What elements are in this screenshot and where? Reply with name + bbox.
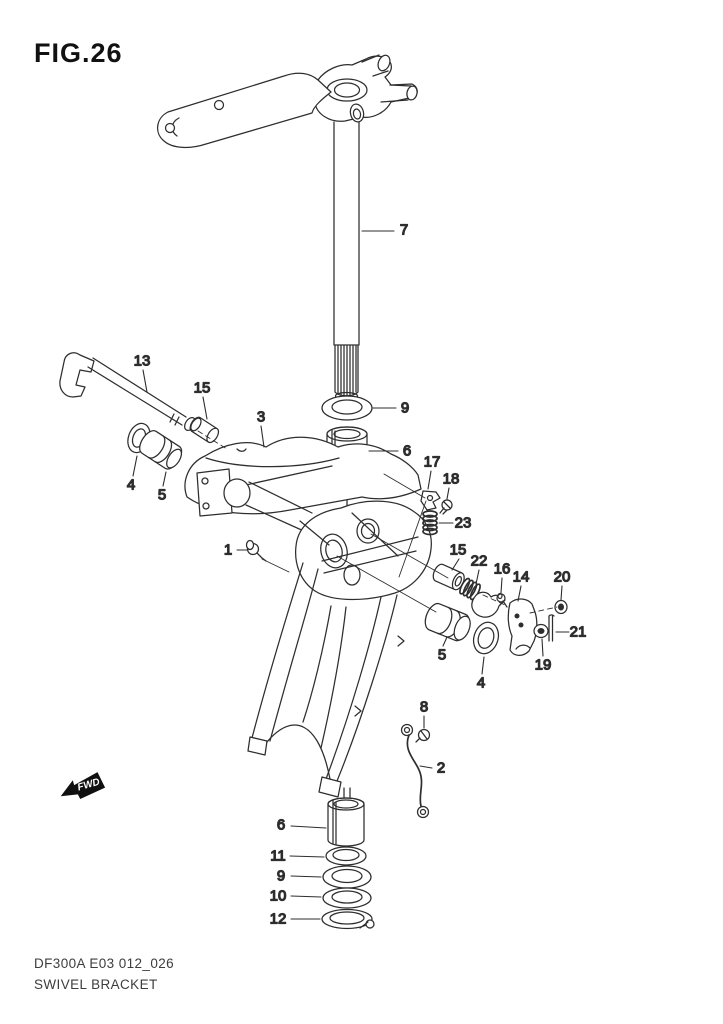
pivot-pin <box>496 592 508 608</box>
callout-leader-15 <box>451 558 460 571</box>
callout-leader-16 <box>500 577 503 594</box>
ground-wire <box>400 723 430 819</box>
callout-label-10: 10 <box>270 888 287 905</box>
left-damper-bushing <box>139 430 183 470</box>
figure-title: FIG.26 <box>34 38 123 68</box>
callout-label-4: 4 <box>477 675 485 692</box>
lower-mount-stack <box>321 797 375 930</box>
ground-screw <box>415 728 431 743</box>
lock-bolt <box>439 499 453 515</box>
callout-leader-10 <box>290 895 322 898</box>
right-washer <box>472 621 500 655</box>
callout-label-15: 15 <box>194 380 211 397</box>
figure-name: SWIVEL BRACKET <box>34 977 158 992</box>
callout-label-4: 4 <box>127 477 135 494</box>
clamp-lever <box>507 598 538 656</box>
callout-label-12: 12 <box>270 911 287 928</box>
callout-leader-13 <box>142 369 148 393</box>
upper-oring <box>321 395 373 421</box>
callout-leader-2 <box>419 765 433 769</box>
steering-arm <box>157 72 332 148</box>
callout-label-1: 1 <box>224 542 232 559</box>
callout-label-18: 18 <box>443 471 460 488</box>
swivel-bracket-body <box>184 436 432 798</box>
steering-shaft <box>333 120 360 401</box>
callout-label-9: 9 <box>277 868 285 885</box>
callout-label-23: 23 <box>455 515 472 532</box>
callout-leader-18 <box>446 487 450 500</box>
shaft-yoke <box>314 54 418 123</box>
callout-label-16: 16 <box>494 561 511 578</box>
lock-spring <box>422 510 438 536</box>
assembly-guide-lines <box>197 430 558 614</box>
callout-leader-17 <box>427 470 432 490</box>
callout-label-13: 13 <box>134 353 151 370</box>
tilt-rod <box>59 352 196 431</box>
callout-label-5: 5 <box>158 487 166 504</box>
callout-leader-20 <box>560 585 563 601</box>
callout-leader-19 <box>541 638 544 657</box>
callout-label-2: 2 <box>437 760 445 777</box>
lock-nut-lower <box>533 623 549 639</box>
callout-leader-14 <box>517 585 522 602</box>
lock-nut-upper <box>554 599 568 615</box>
left-bushing <box>189 416 220 444</box>
callout-label-11: 11 <box>270 848 286 865</box>
model-code: DF300A E03 012_026 <box>34 956 175 971</box>
callout-label-20: 20 <box>554 569 571 586</box>
callout-label-15: 15 <box>450 542 467 559</box>
callout-leader-4 <box>132 455 138 477</box>
right-damper-bushing <box>424 602 471 642</box>
callout-leader-22 <box>475 569 480 585</box>
callout-label-6: 6 <box>403 443 411 460</box>
callout-label-7: 7 <box>400 222 408 239</box>
callout-leader-5 <box>162 471 167 487</box>
callout-label-17: 17 <box>424 454 441 471</box>
cotter-pin <box>548 614 555 642</box>
callout-label-19: 19 <box>535 657 552 674</box>
grease-nipple <box>245 539 267 562</box>
callout-leader-9 <box>290 875 322 878</box>
fwd-marker: FWD <box>60 772 106 799</box>
callout-label-5: 5 <box>438 647 446 664</box>
callout-leader-3 <box>260 425 265 448</box>
footer: DF300A E03 012_026 SWIVEL BRACKET <box>34 953 174 995</box>
callout-label-9: 9 <box>401 400 409 417</box>
callout-label-3: 3 <box>257 409 265 426</box>
callout-leader-15 <box>202 396 208 420</box>
callout-leader-4 <box>481 656 485 675</box>
callout-label-8: 8 <box>420 699 428 716</box>
lock-plate <box>420 490 441 511</box>
callout-label-6: 6 <box>277 817 285 834</box>
callout-label-21: 21 <box>570 624 587 641</box>
callout-label-14: 14 <box>513 569 530 586</box>
callout-leader-11 <box>289 855 325 858</box>
callout-leader-6 <box>290 825 327 829</box>
callout-leader-5 <box>442 636 448 647</box>
callout-label-22: 22 <box>471 553 488 570</box>
